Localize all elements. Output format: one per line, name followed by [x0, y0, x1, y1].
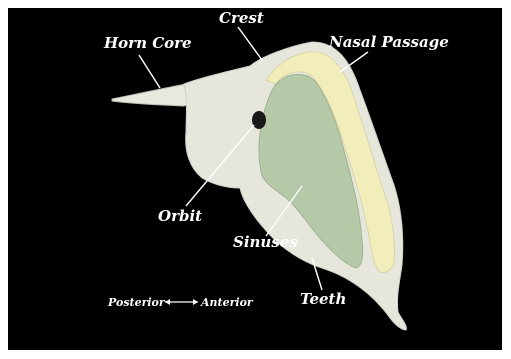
orbit-opening — [252, 111, 266, 129]
teeth-label: Teeth — [300, 290, 346, 308]
anterior-label: Anterior — [200, 296, 254, 309]
crest-label: Crest — [219, 9, 264, 27]
nasal-passage-label: Nasal Passage — [328, 33, 449, 51]
double-arrow-icon — [165, 299, 198, 305]
orbit-label: Orbit — [158, 207, 202, 225]
posterior-label: Posterior — [107, 296, 166, 309]
image-frame: Crest Horn Core Nasal Passage Orbit Sinu… — [8, 8, 502, 350]
horn-core — [112, 84, 193, 106]
skull-cross-section-diagram: Crest Horn Core Nasal Passage Orbit Sinu… — [8, 8, 502, 350]
horn-core-leader — [139, 55, 160, 88]
horn-core-label: Horn Core — [103, 34, 192, 52]
sinuses-label: Sinuses — [233, 233, 298, 251]
crest-leader — [238, 27, 262, 60]
